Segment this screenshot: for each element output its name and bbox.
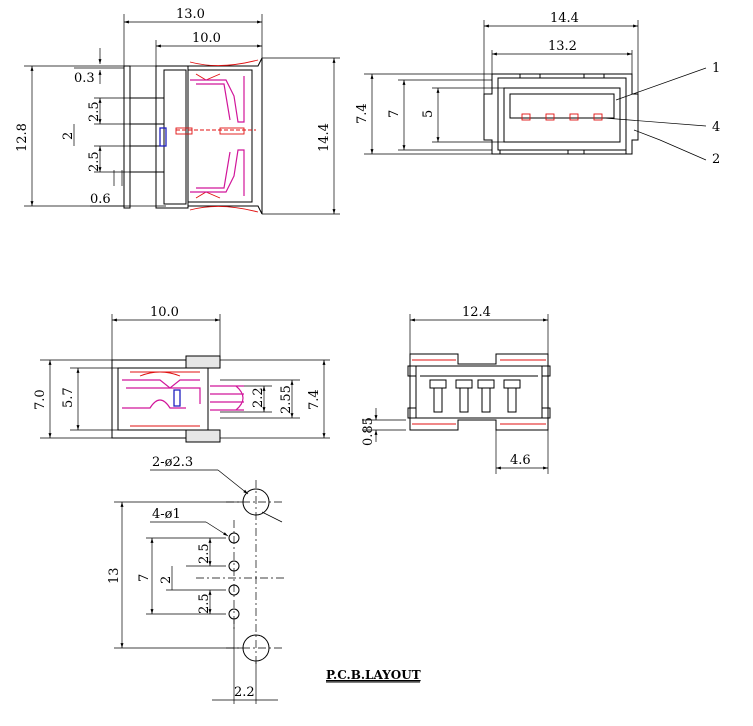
dim-5: 5 — [421, 110, 436, 118]
top-left-side-view: 13.0 10.0 0.3 12.8 14.4 2.5 2 2.5 — [15, 7, 340, 215]
dim-2-phi-2-3: 2-ø2.3 — [152, 455, 193, 470]
dim-4-phi-1: 4-ø1 — [152, 507, 181, 522]
dim-2: 2 — [61, 132, 76, 140]
top-right-front-view: 14.4 13.2 7.4 7 5 — [355, 11, 720, 167]
dim-14-4-right: 14.4 — [317, 123, 332, 152]
dim-0-6: 0.6 — [90, 192, 111, 207]
dim-2-5-upper: 2.5 — [87, 101, 102, 122]
dim-12-4: 12.4 — [462, 305, 491, 320]
callout-2: 2 — [712, 152, 720, 167]
callout-1: 1 — [712, 61, 720, 76]
dim-12-8: 12.8 — [15, 123, 30, 152]
mid-left-side-view: 10.0 7.0 5.7 2.2 2.55 7.4 — [33, 305, 330, 443]
dim-7-top: 7 — [387, 110, 402, 118]
dim-14-4-top: 14.4 — [550, 11, 579, 26]
dim-7-4-top: 7.4 — [355, 103, 370, 124]
dim-2-pcb: 2 — [159, 576, 174, 584]
pcb-layout: 2-ø2.3 4-ø1 13 7 2.5 — [107, 455, 421, 704]
mid-right-bottom-view: 12.4 0.85 4.6 — [361, 305, 551, 474]
dim-7-4-mid: 7.4 — [307, 389, 322, 410]
dim-13-2: 13.2 — [548, 39, 577, 54]
dim-5-7: 5.7 — [61, 387, 76, 408]
callout-4: 4 — [712, 120, 720, 135]
dim-10-0: 10.0 — [192, 31, 221, 46]
dim-13: 13 — [107, 567, 122, 584]
dim-2-2-mid: 2.2 — [251, 387, 266, 408]
dim-2-5-pcb-lower: 2.5 — [197, 593, 212, 614]
dim-2-2-pcb: 2.2 — [234, 685, 255, 700]
dim-0-3: 0.3 — [74, 71, 95, 86]
dim-4-6: 4.6 — [510, 453, 531, 468]
pcb-layout-title: P.C.B.LAYOUT — [326, 668, 421, 682]
dim-7-pcb: 7 — [137, 574, 152, 582]
dim-0-85: 0.85 — [361, 417, 376, 446]
dim-10-0-mid: 10.0 — [150, 305, 179, 320]
dim-2-5-pcb-upper: 2.5 — [197, 543, 212, 564]
dim-13-0: 13.0 — [176, 7, 205, 22]
dim-7-0: 7.0 — [33, 389, 48, 410]
dim-2-5-lower: 2.5 — [87, 151, 102, 172]
dim-2-55: 2.55 — [279, 385, 294, 414]
